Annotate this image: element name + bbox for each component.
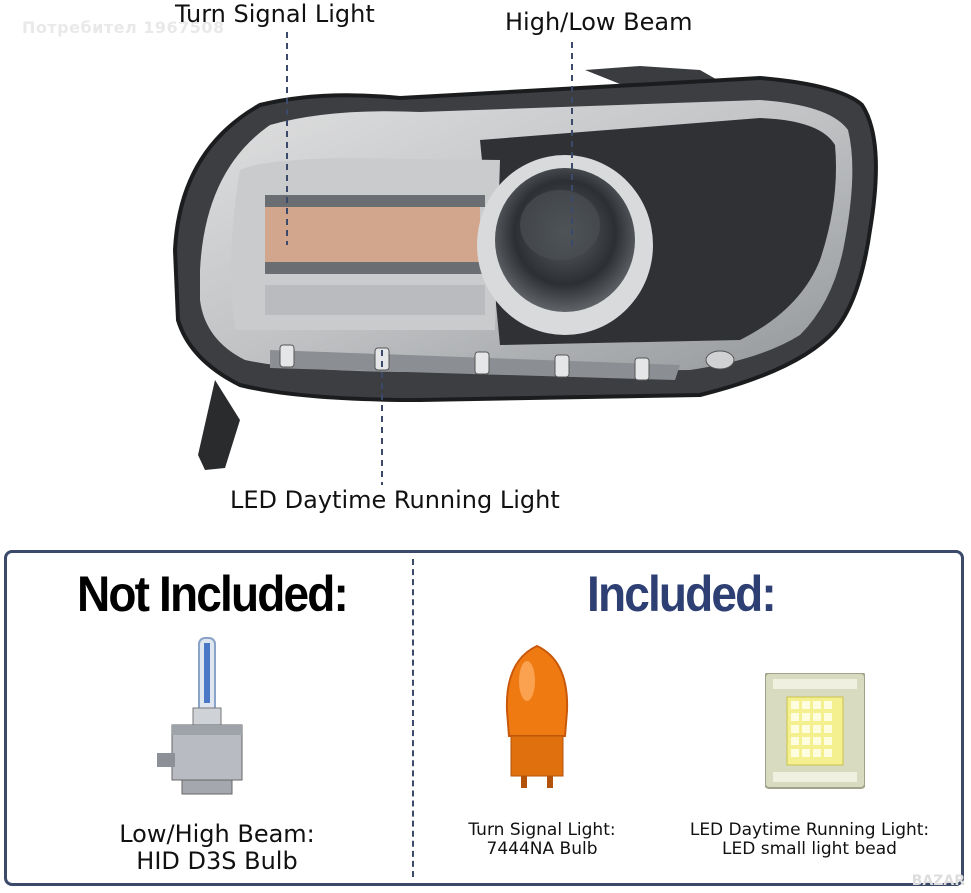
callout-turn-signal: Turn Signal Light <box>175 0 375 28</box>
led-chip-icon <box>765 673 865 789</box>
included-heading: Included: <box>587 566 777 622</box>
watermark-text: Потребител 1967508 <box>22 18 225 37</box>
callout-high-low-beam: High/Low Beam <box>505 8 693 36</box>
led-caption-line1: LED Daytime Running Light: <box>689 820 930 840</box>
headlamp-image <box>172 32 878 485</box>
bazar-logo: BAZAR <box>911 873 965 889</box>
amber-bulb-icon <box>505 644 569 788</box>
hid-caption-line2: HID D3S Bulb <box>136 846 298 875</box>
panel-divider <box>412 559 414 877</box>
included-panel: Not Included: Included: Low/High Beam: H… <box>4 550 964 886</box>
turn-bulb-caption: Turn Signal Light: 7444NA Bulb <box>437 820 647 860</box>
turn-caption-line1: Turn Signal Light: <box>468 820 616 840</box>
hid-caption-line1: Low/High Beam: <box>119 820 315 848</box>
turn-caption-line2: 7444NA Bulb <box>486 839 598 860</box>
hid-caption: Low/High Beam: HID D3S Bulb <box>67 821 367 875</box>
callout-drl: LED Daytime Running Light <box>230 486 560 514</box>
hid-bulb-icon <box>157 637 243 795</box>
led-caption-line2: LED small light bead <box>722 839 897 860</box>
not-included-heading: Not Included: <box>77 566 349 622</box>
led-caption: LED Daytime Running Light: LED small lig… <box>657 820 962 860</box>
